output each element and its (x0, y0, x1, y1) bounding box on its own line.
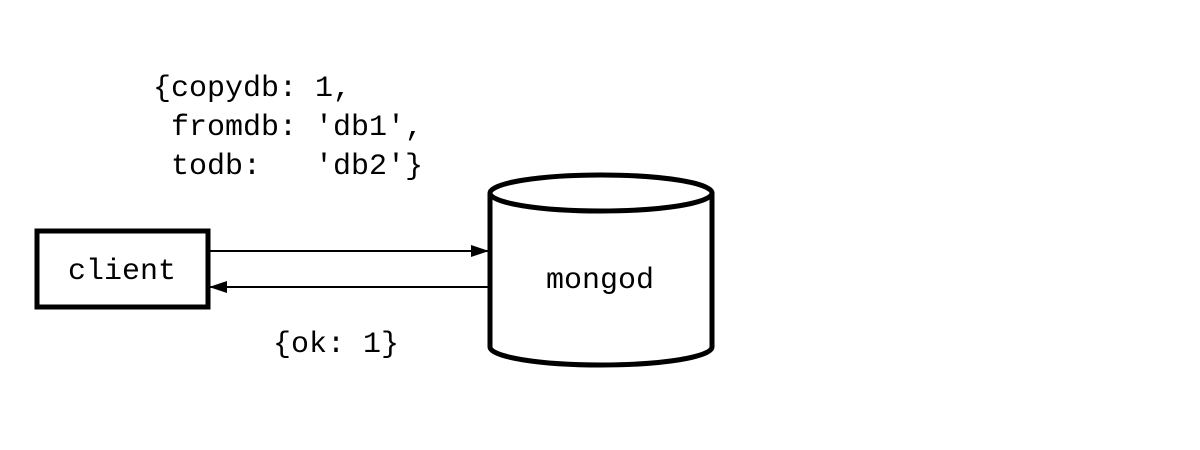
database-cylinder-top (487, 172, 715, 214)
server-node: mongod (487, 172, 715, 368)
request-message: {copydb: 1, fromdb: 'db1', todb: 'db2'} (153, 72, 423, 184)
client-label: client (68, 255, 176, 289)
client-box (34, 228, 211, 310)
request-line-2: fromdb: 'db1', (153, 111, 423, 145)
request-line-3: todb: 'db2'} (153, 150, 423, 184)
database-cylinder-body (487, 193, 715, 368)
client-node: client (34, 228, 211, 310)
response-message: {ok: 1} (273, 328, 399, 362)
request-line-1: {copydb: 1, (153, 72, 351, 106)
server-label: mongod (546, 264, 654, 298)
